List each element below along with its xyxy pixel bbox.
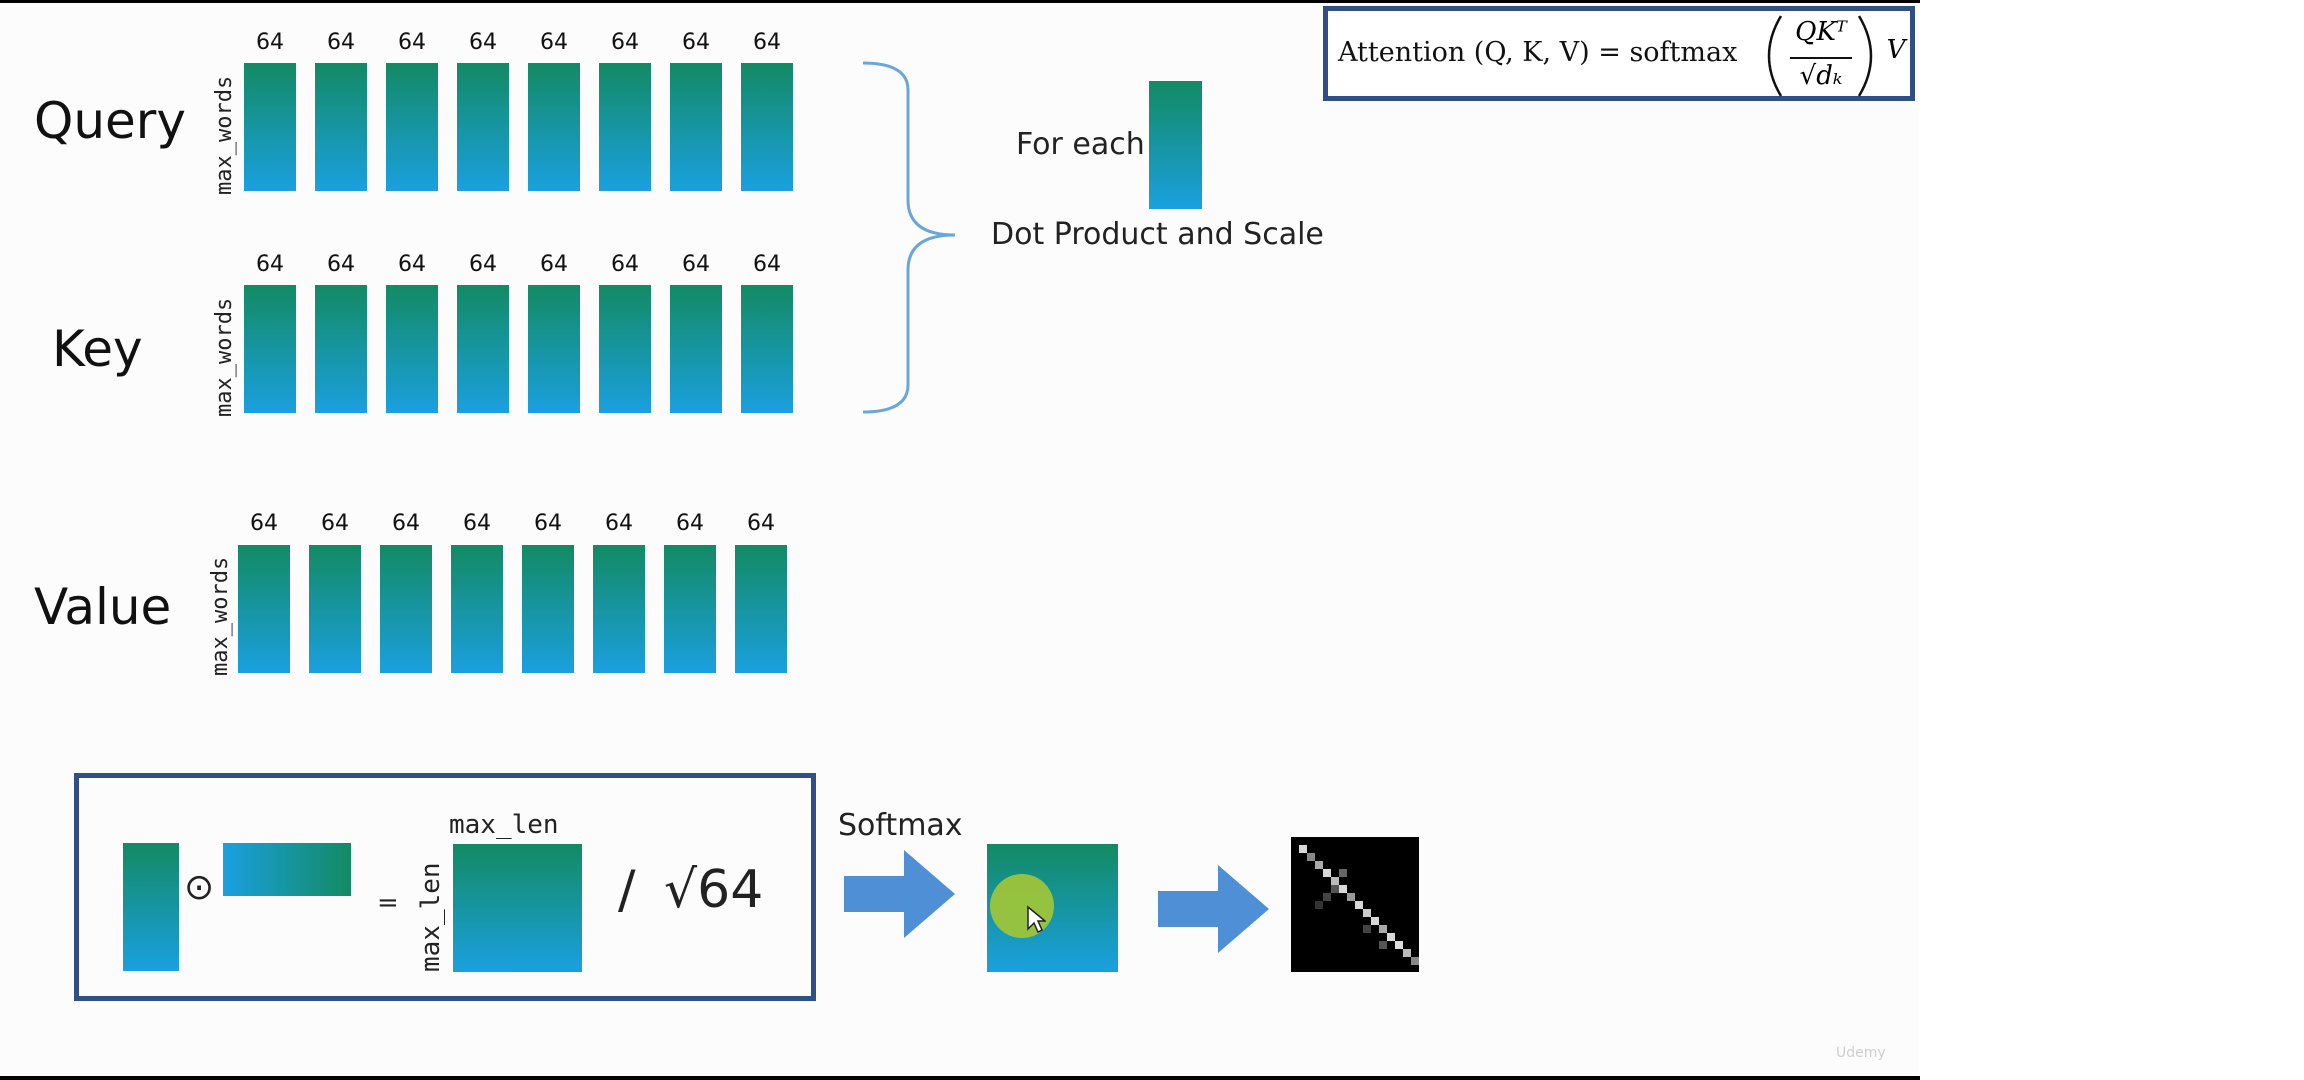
dimension-label: 64 [605, 511, 633, 536]
bottom-border [0, 1076, 1920, 1080]
head-vector [457, 63, 509, 191]
dimension-label: 64 [540, 252, 568, 277]
formula-numerator: QKᵀ [1795, 17, 1847, 47]
equals-sign: = [377, 888, 399, 918]
single-vector [1149, 81, 1202, 209]
query-label: Query [34, 92, 186, 150]
formula-denominator: √dₖ [1799, 61, 1843, 91]
dimension-label: 64 [682, 252, 710, 277]
dimension-label: 64 [469, 252, 497, 277]
key-vlabel: max_words [212, 297, 237, 417]
top-border [0, 0, 1920, 3]
matrix-side-label: max_len [416, 862, 446, 972]
head-vector [238, 545, 290, 673]
head-vector [741, 285, 793, 413]
dimension-label: 64 [327, 252, 355, 277]
cursor-highlight [990, 874, 1054, 938]
head-vector [670, 285, 722, 413]
sqrt-64: √64 [664, 860, 764, 920]
head-vector [244, 63, 296, 191]
dimension-label: 64 [611, 30, 639, 55]
arrow-right-icon [1158, 865, 1269, 953]
head-vector [664, 545, 716, 673]
head-vector [457, 285, 509, 413]
head-vector [315, 63, 367, 191]
dimension-label: 64 [256, 252, 284, 277]
dimension-label: 64 [398, 252, 426, 277]
head-vector [309, 545, 361, 673]
attention-heatmap [1291, 837, 1419, 972]
head-vector [735, 545, 787, 673]
head-vector [741, 63, 793, 191]
head-vector [670, 63, 722, 191]
dot-product-label: Dot Product and Scale [991, 217, 1324, 252]
dimension-label: 64 [250, 511, 278, 536]
dimension-label: 64 [398, 30, 426, 55]
softmax-label: Softmax [838, 808, 963, 843]
attention-formula-box: Attention (Q, K, V) = softmax QKᵀ √dₖ V [1323, 6, 1915, 101]
head-vector [528, 285, 580, 413]
head-vector [386, 285, 438, 413]
head-vector [528, 63, 580, 191]
divide-symbol: / [618, 860, 636, 920]
dimension-label: 64 [611, 252, 639, 277]
dimension-label: 64 [747, 511, 775, 536]
head-vector [451, 545, 503, 673]
udemy-watermark: Udemy [1836, 1045, 1886, 1061]
dimension-label: 64 [469, 30, 497, 55]
dimension-label: 64 [753, 30, 781, 55]
query-vlabel: max_words [212, 75, 237, 195]
dimension-label: 64 [463, 511, 491, 536]
head-vector [386, 63, 438, 191]
head-vector [380, 545, 432, 673]
arrow-right-icon [844, 850, 955, 938]
for-each-label: For each [1016, 127, 1145, 162]
operation-box [74, 773, 816, 1001]
value-vlabel: max_words [208, 556, 233, 676]
dimension-label: 64 [327, 30, 355, 55]
fraction-bar [1790, 57, 1852, 59]
mouse-pointer-icon [1027, 905, 1046, 934]
dot-operator: ⊙ [184, 867, 215, 908]
dimension-label: 64 [256, 30, 284, 55]
head-vector [599, 285, 651, 413]
column-vector [123, 843, 179, 971]
dimension-label: 64 [392, 511, 420, 536]
head-vector [315, 285, 367, 413]
head-vector [593, 545, 645, 673]
grouping-brace [862, 61, 956, 414]
formula-tail: V [1886, 35, 1906, 65]
matrix-top-label: max_len [449, 810, 559, 840]
head-vector [599, 63, 651, 191]
key-label: Key [52, 320, 143, 378]
head-vector [522, 545, 574, 673]
head-vector [244, 285, 296, 413]
dimension-label: 64 [753, 252, 781, 277]
value-label: Value [34, 578, 172, 636]
formula-lhs: Attention (Q, K, V) = softmax [1338, 37, 1738, 68]
row-vector [223, 843, 351, 896]
dimension-label: 64 [321, 511, 349, 536]
dimension-label: 64 [682, 30, 710, 55]
left-paren-icon [1767, 15, 1783, 97]
dimension-label: 64 [534, 511, 562, 536]
dimension-label: 64 [676, 511, 704, 536]
dimension-label: 64 [540, 30, 568, 55]
right-paren-icon [1857, 15, 1873, 97]
score-matrix [453, 844, 582, 972]
